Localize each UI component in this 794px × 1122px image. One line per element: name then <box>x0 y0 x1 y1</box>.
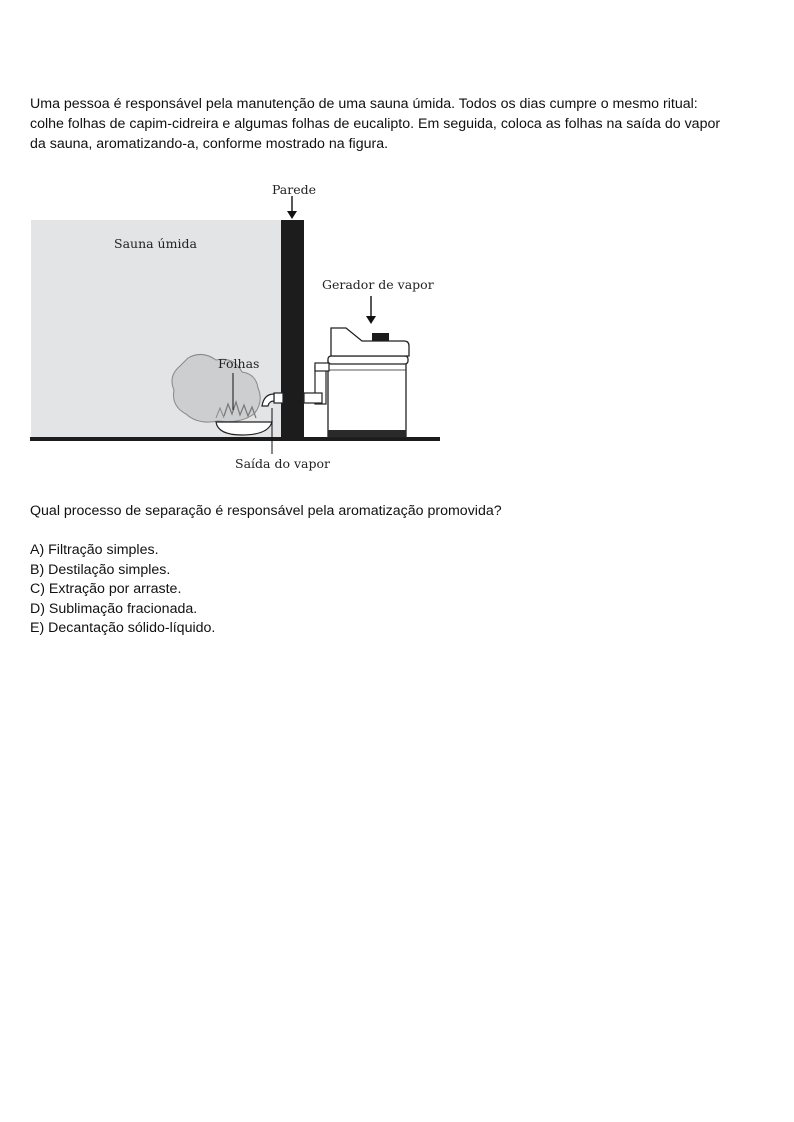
answer-options: A) Filtração simples. B) Destilação simp… <box>30 541 215 639</box>
generator-arrow-head <box>366 316 376 324</box>
option-d[interactable]: D) Sublimação fracionada. <box>30 600 198 617</box>
intro-line-1: Uma pessoa é responsável pela manutenção… <box>30 96 698 112</box>
floor <box>30 437 440 441</box>
option-c[interactable]: C) Extração por arraste. <box>30 581 182 597</box>
steam-pipe <box>261 362 330 407</box>
sauna-figure: Parede Sauna úmida Gerador de vapor Folh… <box>28 178 448 478</box>
intro-line-2: colhe folhas de capim-cidreira e algumas… <box>30 116 721 132</box>
question-text: Qual processo de separação é responsável… <box>30 503 502 519</box>
wall <box>281 220 304 439</box>
label-wall: Parede <box>272 182 316 197</box>
label-sauna: Sauna úmida <box>114 236 197 251</box>
intro-text: Uma pessoa é responsável pela manutenção… <box>30 94 750 154</box>
leaves <box>171 354 261 423</box>
steam-generator <box>327 327 410 438</box>
wall-arrow-head <box>287 211 297 219</box>
label-leaves: Folhas <box>218 356 259 371</box>
option-e[interactable]: E) Decantação sólido-líquido. <box>30 620 216 636</box>
sauna-diagram: Parede Sauna úmida Gerador de vapor Folh… <box>30 182 440 471</box>
option-a[interactable]: A) Filtração simples. <box>30 542 159 558</box>
intro-line-3: da sauna, aromatizando-a, conforme mostr… <box>30 136 389 152</box>
option-b[interactable]: B) Destilação simples. <box>30 561 171 578</box>
bowl <box>215 421 273 436</box>
label-generator: Gerador de vapor <box>322 277 434 292</box>
label-outlet: Saída do vapor <box>235 456 330 471</box>
